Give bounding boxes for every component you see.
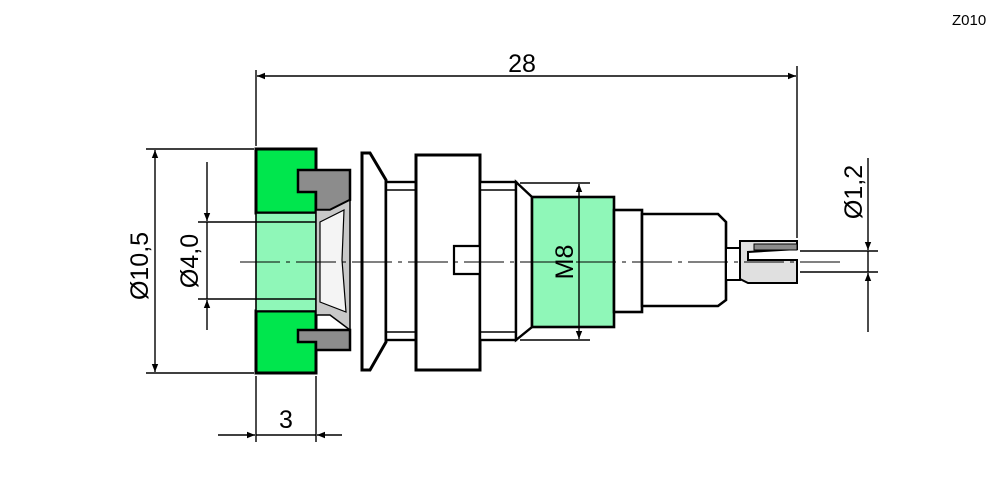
total-length-label: 28 [508, 50, 536, 78]
tail-body [640, 212, 728, 308]
connector-part [240, 147, 840, 375]
bore-diameter-label: Ø4,0 [176, 234, 204, 288]
outer-diameter-label: Ø10,5 [126, 232, 154, 300]
solder-pin [725, 240, 798, 284]
shaft [384, 180, 418, 342]
thread-label: M8 [551, 245, 579, 280]
dimension-outer-diameter: Ø10,5 [126, 148, 254, 374]
dimension-total-length: 28 [255, 50, 798, 238]
dimension-thread: M8 [520, 182, 590, 341]
dimension-head-width: 3 [218, 376, 342, 442]
pin-diameter-label: Ø1,2 [840, 165, 868, 219]
dimension-pin-diameter: Ø1,2 [800, 158, 878, 332]
head-width-label: 3 [279, 406, 293, 434]
drawing-code: Z010 [952, 12, 986, 29]
step-collar [612, 208, 644, 314]
neck [478, 180, 518, 342]
dimension-bore-diameter: Ø4,0 [176, 162, 316, 330]
gray-insert [296, 168, 352, 352]
